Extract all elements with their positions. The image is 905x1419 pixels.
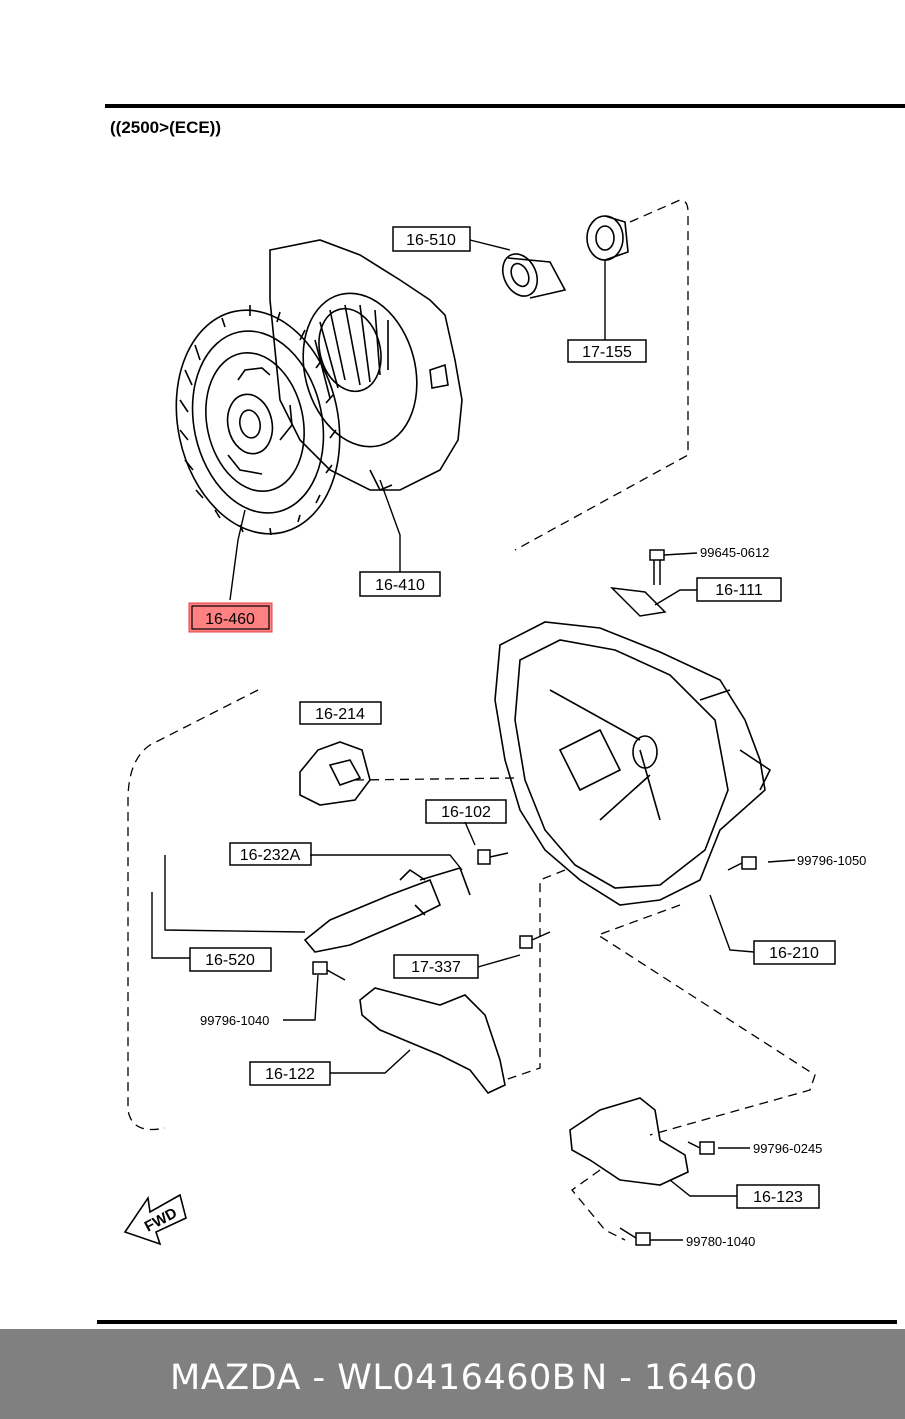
pilot-bearing [586, 215, 629, 261]
label-16-210[interactable]: 16-210 [769, 945, 819, 962]
label-16-510[interactable]: 16-510 [406, 232, 456, 249]
reference-number: N - 16460 [581, 1358, 758, 1398]
label-17-337[interactable]: 17-337 [411, 959, 461, 976]
bolt-99780-1040: 99780-1040 [686, 1234, 755, 1249]
pressure-plate [269, 239, 463, 492]
footer-bar: MAZDA - WL0416460B N - 16460 [0, 1329, 905, 1419]
leader-lines [151, 239, 796, 1241]
transmission-case [494, 621, 772, 906]
label-16-232a[interactable]: 16-232A [240, 847, 301, 864]
diagram-heading: ((2500>(ECE)) [110, 118, 222, 137]
fwd-label: FWD [142, 1204, 180, 1235]
bracket [359, 987, 506, 1094]
bottom-rule [97, 1320, 897, 1324]
bolt-99645-0612: 99645-0612 [700, 545, 769, 560]
label-16-123[interactable]: 16-123 [753, 1189, 803, 1206]
release-fork [303, 867, 471, 953]
label-16-410[interactable]: 16-410 [375, 577, 425, 594]
bolt-99796-0245: 99796-0245 [753, 1141, 822, 1156]
label-16-520[interactable]: 16-520 [205, 952, 255, 969]
label-boxes [189, 226, 836, 1209]
mount [569, 1097, 689, 1186]
clutch-disc [175, 305, 341, 536]
label-17-155[interactable]: 17-155 [582, 344, 632, 361]
bolts [312, 549, 757, 1246]
fwd-arrow-icon [123, 1193, 187, 1246]
dashed-group-outlines [127, 199, 816, 1241]
release-boot [299, 741, 371, 806]
highlight-box [188, 602, 273, 633]
label-16-111[interactable]: 16-111 [715, 582, 763, 599]
top-rule [105, 104, 905, 108]
bolt-99796-1050: 99796-1050 [797, 853, 866, 868]
label-16-102[interactable]: 16-102 [441, 804, 491, 821]
release-bearing [501, 253, 567, 299]
part-number: MAZDA - WL0416460B [170, 1358, 577, 1398]
label-16-214[interactable]: 16-214 [315, 706, 365, 723]
label-16-460[interactable]: 16-460 [205, 611, 255, 628]
bolt-99796-1040: 99796-1040 [200, 1013, 269, 1028]
label-16-122[interactable]: 16-122 [265, 1066, 315, 1083]
